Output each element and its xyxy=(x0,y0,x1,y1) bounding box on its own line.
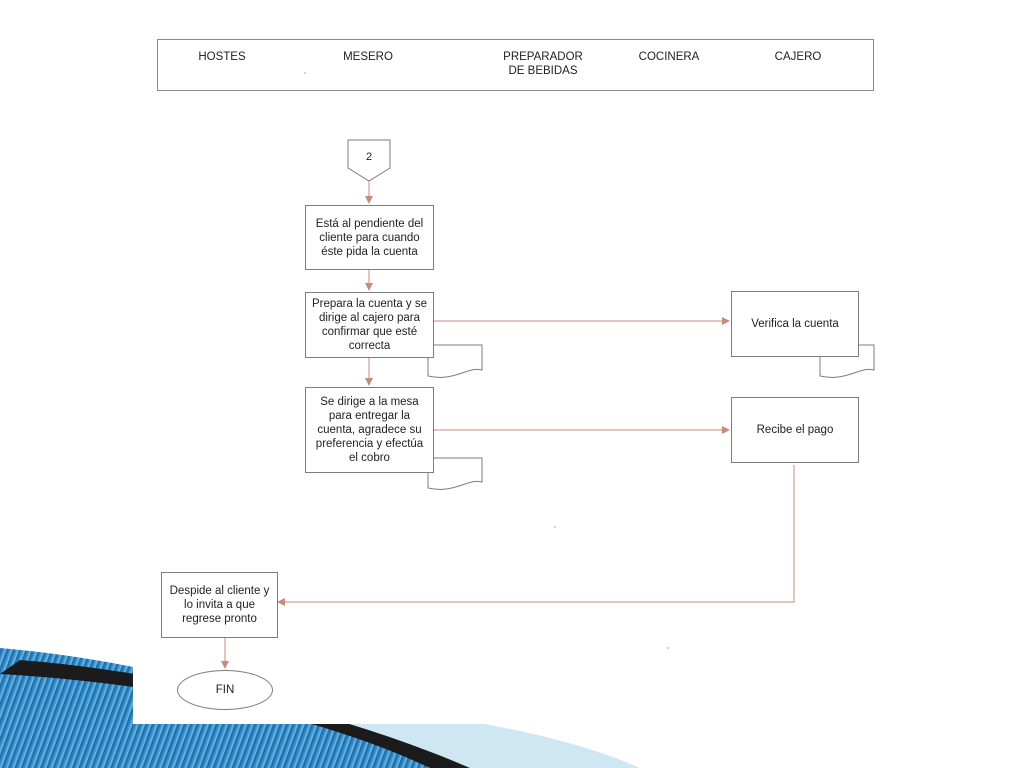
arrow-recibe-to-despide xyxy=(277,465,795,606)
scan-speck xyxy=(304,72,306,74)
lane-label-mesero: MESERO xyxy=(343,51,393,63)
lane-label-preparador: PREPARADOR DE BEBIDAS xyxy=(503,51,583,77)
lane-label-cocinera: COCINERA xyxy=(638,51,700,63)
node-prepara-cuenta: Prepara la cuenta y se dirige al cajero … xyxy=(305,292,434,358)
document-tab-prepara xyxy=(427,344,483,378)
offpage-connector-shape xyxy=(347,139,391,182)
swimlane-header xyxy=(157,39,874,91)
node-verifica-cuenta: Verifica la cuenta xyxy=(731,291,859,357)
lane-label-cajero: CAJERO xyxy=(774,51,822,63)
node-dirige-mesa: Se dirige a la mesa para entregar la cue… xyxy=(305,387,434,473)
node-fin: FIN xyxy=(177,670,273,710)
scan-speck xyxy=(667,647,669,649)
offpage-connector-label: 2 xyxy=(365,151,373,163)
scan-speck xyxy=(554,526,556,528)
node-recibe-pago: Recibe el pago xyxy=(731,397,859,463)
wave-dark-band xyxy=(0,660,470,768)
lane-label-hostes: HOSTES xyxy=(198,51,246,63)
node-despide-cliente: Despide al cliente y lo invita a que reg… xyxy=(161,572,278,638)
document-tab-dirige xyxy=(427,457,483,490)
node-pendiente: Está al pendiente del cliente para cuand… xyxy=(305,205,434,270)
